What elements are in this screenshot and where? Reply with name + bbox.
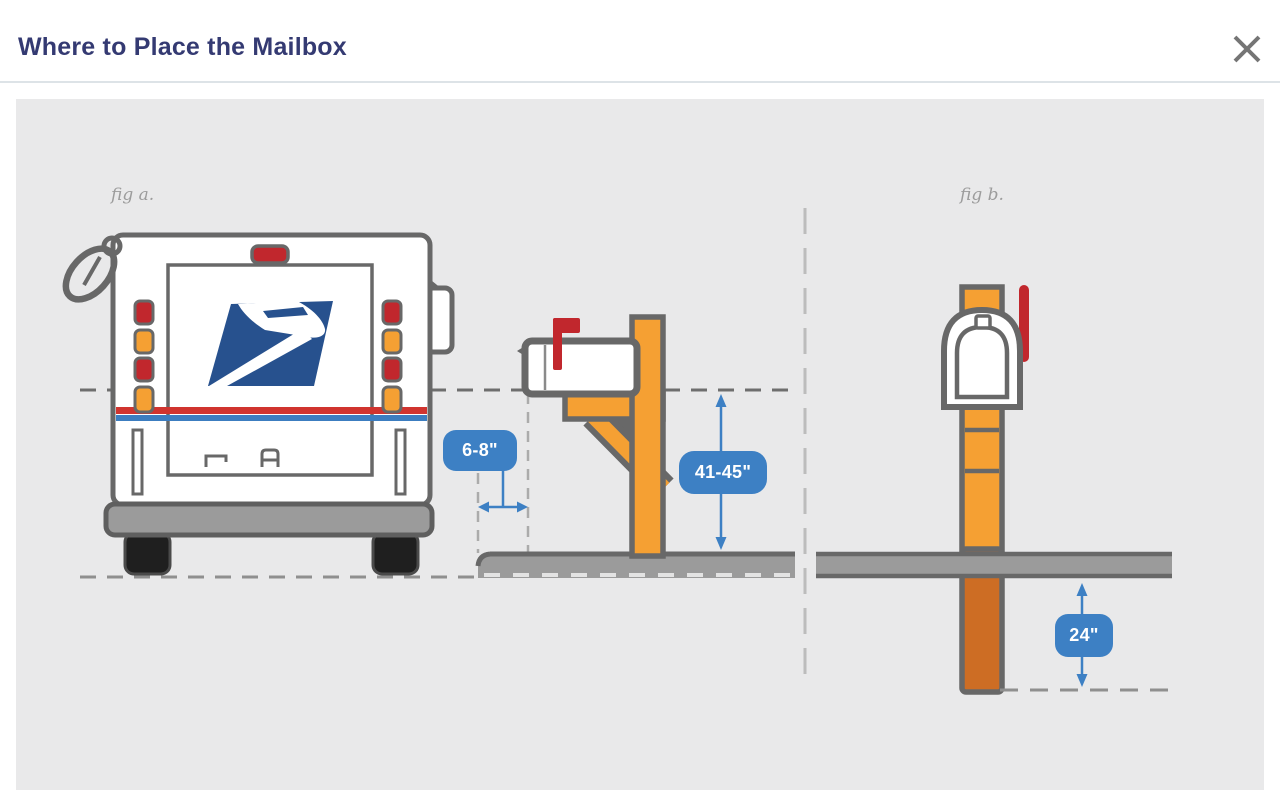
truck-right-reflector bbox=[394, 428, 407, 496]
mailbox-front-door bbox=[954, 324, 1010, 400]
truck-left-wheel bbox=[123, 531, 172, 576]
mailbox-flag-fig-a bbox=[553, 318, 580, 370]
truck-rear-door bbox=[166, 263, 374, 477]
mailbox-latch bbox=[517, 344, 528, 358]
truck-right-wheel bbox=[371, 531, 420, 576]
modal-header: Where to Place the Mailbox bbox=[0, 0, 1280, 83]
truck-bumper bbox=[103, 501, 435, 538]
usps-eagle-logo bbox=[208, 301, 333, 386]
fig-a-label: fig a. bbox=[111, 185, 155, 205]
close-button[interactable] bbox=[1228, 30, 1266, 68]
truck-left-mirror bbox=[62, 235, 123, 303]
truck-right-marker-lights bbox=[381, 299, 403, 414]
post-below-ground bbox=[959, 546, 1005, 695]
truck-blue-stripe bbox=[116, 415, 427, 421]
truck-top-light bbox=[250, 244, 290, 265]
dimension-curb-offset bbox=[478, 471, 528, 513]
mailbox-latch-front bbox=[974, 314, 992, 330]
mailbox-placement-diagram bbox=[62, 208, 1172, 695]
measurement-badge-curb-setback: 6-8" bbox=[443, 430, 517, 471]
dimension-post-depth bbox=[1076, 583, 1088, 687]
fig-b-label: fig b. bbox=[960, 185, 1004, 205]
mailbox-side-view bbox=[521, 337, 641, 398]
mailbox-post-fig-a bbox=[629, 314, 666, 559]
usps-truck-rear bbox=[62, 232, 455, 576]
curb-slab bbox=[478, 552, 795, 578]
diagram-panel: fig a. fig b. 6-8" 41-45" 24" bbox=[16, 99, 1264, 790]
truck-left-marker-lights bbox=[133, 299, 155, 414]
mailbox-post-fig-b bbox=[816, 284, 1172, 695]
ground-slab-fig-b bbox=[816, 552, 1172, 578]
truck-door-handle-left bbox=[204, 454, 228, 467]
truck-red-stripe bbox=[116, 407, 427, 414]
truck-left-reflector bbox=[131, 428, 144, 496]
measurement-badge-post-depth: 24" bbox=[1055, 614, 1113, 657]
truck-door-handle-right bbox=[260, 448, 280, 467]
reference-lines-fig-a bbox=[80, 388, 793, 579]
measurement-badge-mailbox-height: 41-45" bbox=[679, 451, 767, 494]
close-icon bbox=[1233, 35, 1261, 63]
curbside-mailbox-fig-a bbox=[517, 314, 674, 559]
modal-title: Where to Place the Mailbox bbox=[18, 33, 347, 61]
